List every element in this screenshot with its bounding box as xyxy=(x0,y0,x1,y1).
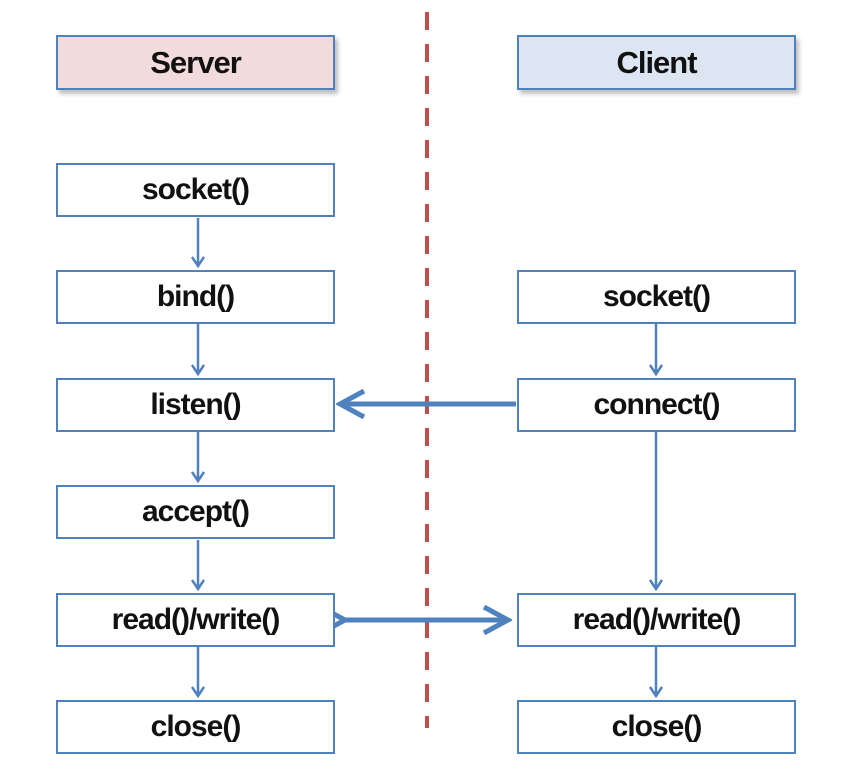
client-header: Client xyxy=(517,35,796,90)
server-step-accept: accept() xyxy=(56,485,335,539)
server-step-close-label: close() xyxy=(150,710,242,743)
client-step-close-label: close() xyxy=(611,710,703,743)
server-step-socket-label: socket() xyxy=(141,173,250,206)
server-step-listen: listen() xyxy=(56,378,335,432)
client-step-readwrite-label: read()/write() xyxy=(572,603,742,636)
server-step-listen-label: listen() xyxy=(150,388,241,421)
client-step-connect-label: connect() xyxy=(593,388,721,421)
client-header-label: Client xyxy=(616,44,697,80)
client-step-connect: connect() xyxy=(517,378,796,432)
server-step-bind: bind() xyxy=(56,270,335,324)
server-step-readwrite: read()/write() xyxy=(56,593,335,647)
server-step-close: close() xyxy=(56,700,335,754)
client-step-socket-label: socket() xyxy=(602,280,711,313)
server-step-socket: socket() xyxy=(56,163,335,217)
server-step-readwrite-label: read()/write() xyxy=(111,603,281,636)
server-header: Server xyxy=(56,35,335,90)
server-step-accept-label: accept() xyxy=(141,495,250,528)
server-step-bind-label: bind() xyxy=(156,280,235,313)
client-step-socket: socket() xyxy=(517,270,796,324)
server-header-label: Server xyxy=(150,44,242,80)
client-step-close: close() xyxy=(517,700,796,754)
client-step-readwrite: read()/write() xyxy=(517,593,796,647)
